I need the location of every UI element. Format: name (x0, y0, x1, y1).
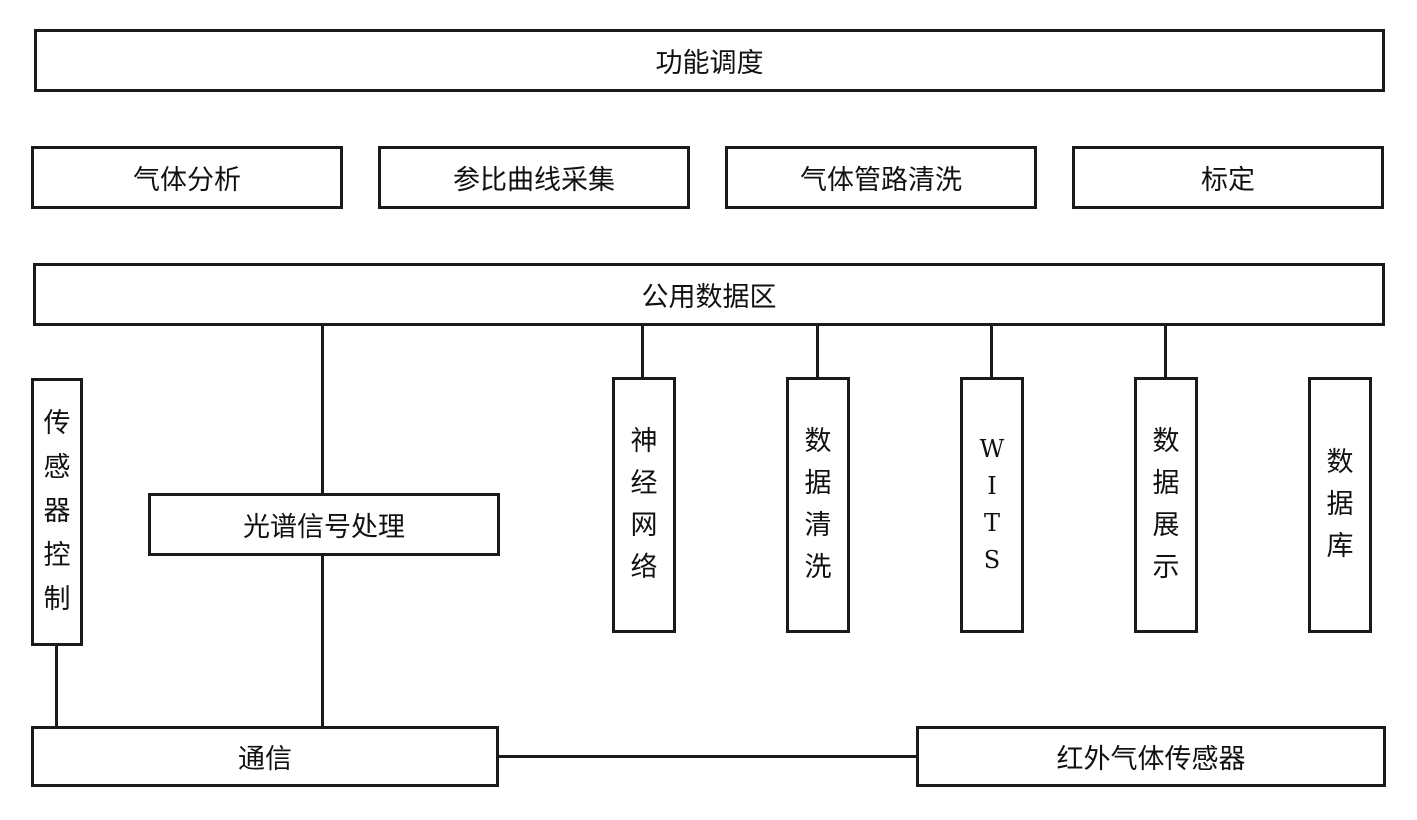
ir-gas-sensor-label: 红外气体传感器 (1056, 744, 1246, 775)
calibration-box: 标定 (1072, 146, 1384, 209)
gas-analysis-box: 气体分析 (31, 146, 343, 209)
spectral-processing-box: 光谱信号处理 (148, 493, 500, 556)
neural-network-label: 神 经 网 络 (630, 426, 658, 583)
ir-gas-sensor-box: 红外气体传感器 (916, 726, 1386, 787)
communication-label: 通信 (238, 744, 292, 775)
reference-curve-label: 参比曲线采集 (453, 165, 615, 196)
communication-box: 通信 (31, 726, 499, 787)
connector-sensor-control-to-comm (55, 644, 58, 728)
function-scheduler-label: 功能调度 (655, 48, 764, 79)
gas-pipeline-cleaning-box: 气体管路清洗 (725, 146, 1037, 209)
data-display-box: 数 据 展 示 (1134, 377, 1198, 633)
database-label: 数 据 库 (1326, 447, 1354, 562)
connector-public-to-display (1164, 324, 1167, 379)
connector-public-to-wits (990, 324, 993, 379)
sensor-control-label: 传 感 器 控 制 (43, 408, 71, 615)
database-box: 数 据 库 (1308, 377, 1372, 633)
neural-network-box: 神 经 网 络 (612, 377, 676, 633)
calibration-label: 标定 (1201, 165, 1255, 196)
data-cleaning-box: 数 据 清 洗 (786, 377, 850, 633)
connector-public-to-cleaning (816, 324, 819, 379)
wits-box: W I T S (960, 377, 1024, 633)
gas-pipeline-cleaning-label: 气体管路清洗 (800, 165, 962, 196)
public-data-area-box: 公用数据区 (33, 263, 1385, 326)
connector-comm-to-ir-sensor (497, 755, 918, 758)
connector-public-to-neural (641, 324, 644, 379)
spectral-processing-label: 光谱信号处理 (243, 512, 405, 543)
reference-curve-box: 参比曲线采集 (378, 146, 690, 209)
wits-label: W I T S (979, 435, 1005, 574)
sensor-control-box: 传 感 器 控 制 (31, 378, 83, 646)
connector-spectral-to-comm (321, 554, 324, 728)
gas-analysis-label: 气体分析 (133, 165, 241, 196)
public-data-area-label: 公用数据区 (641, 282, 777, 313)
function-scheduler-box: 功能调度 (34, 29, 1385, 92)
data-display-label: 数 据 展 示 (1152, 426, 1180, 583)
data-cleaning-label: 数 据 清 洗 (804, 426, 832, 583)
connector-public-to-spectral (321, 324, 324, 496)
